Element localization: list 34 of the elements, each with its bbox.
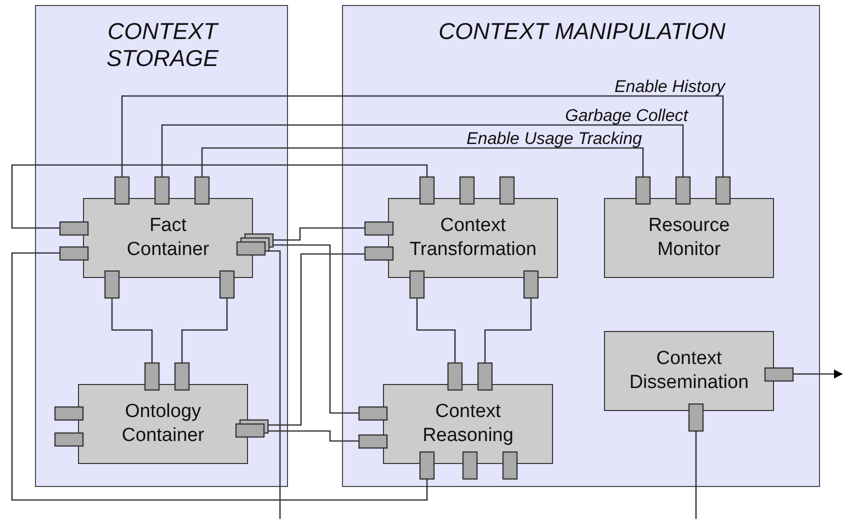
connector-line bbox=[268, 253, 365, 426]
component-label: Fact Container bbox=[126, 214, 210, 262]
connector-line bbox=[11, 164, 428, 229]
connector-line bbox=[268, 430, 359, 442]
edge-label: Enable Usage Tracking bbox=[466, 129, 642, 148]
component-box bbox=[604, 198, 774, 278]
edge-label: Garbage Collect bbox=[565, 106, 688, 125]
connector-line bbox=[416, 298, 456, 363]
connector-line bbox=[793, 370, 843, 378]
connector-line bbox=[273, 244, 359, 414]
component-label: Resource Monitor bbox=[648, 214, 730, 262]
connector-line bbox=[201, 147, 644, 177]
connector-line bbox=[273, 227, 365, 241]
group-panel bbox=[35, 5, 288, 487]
connector-line bbox=[181, 298, 228, 363]
panel-title: CONTEXT MANIPULATION bbox=[437, 18, 727, 45]
component-box bbox=[78, 384, 248, 464]
edge-label: Enable History bbox=[614, 77, 725, 96]
component-label: Ontology Container bbox=[122, 400, 204, 448]
connector-line bbox=[695, 431, 697, 519]
component-box bbox=[388, 198, 558, 278]
connector-line bbox=[484, 298, 532, 363]
component-box bbox=[383, 384, 553, 464]
component-label: Context Reasoning bbox=[422, 400, 514, 448]
component-label: Context Dissemination bbox=[629, 347, 749, 395]
component-label: Context Transformation bbox=[409, 214, 537, 262]
connector-line bbox=[111, 298, 153, 363]
component-box bbox=[83, 198, 253, 278]
component-box bbox=[604, 331, 774, 411]
panel-title: CONTEXT STORAGE bbox=[105, 18, 220, 72]
connector-line bbox=[161, 124, 684, 177]
connector-line bbox=[11, 252, 428, 501]
group-panel bbox=[342, 5, 820, 487]
connector-line bbox=[121, 95, 724, 177]
